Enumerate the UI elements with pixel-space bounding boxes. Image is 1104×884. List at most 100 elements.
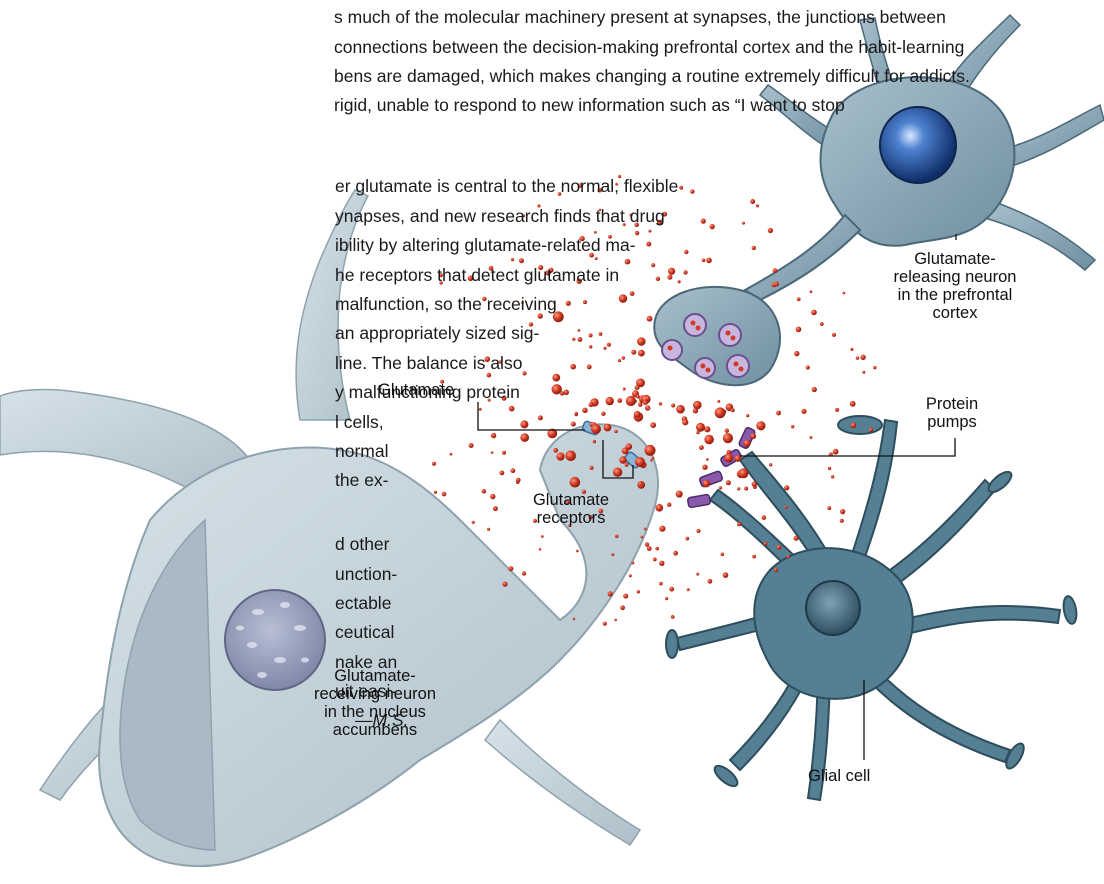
- glutamate-molecule: [615, 535, 619, 539]
- article-line: ibility by altering glutamate-related ma…: [335, 232, 636, 258]
- glial-cell-label: Glial cell: [808, 767, 870, 785]
- glutamate-molecule: [516, 478, 521, 483]
- glutamate-molecule: [721, 553, 725, 557]
- article-line: rigid, unable to respond to new informat…: [334, 92, 845, 118]
- glutamate-molecule: [701, 219, 706, 224]
- glutamate-molecule: [756, 204, 759, 207]
- glutamate-molecule: [562, 453, 565, 456]
- glutamate-molecule: [511, 258, 514, 261]
- glutamate-molecule: [820, 322, 824, 326]
- glutamate-molecule: [640, 536, 643, 539]
- glutamate-molecule: [619, 294, 627, 302]
- glial-process: [850, 420, 897, 565]
- glutamate-molecule: [774, 568, 778, 572]
- glutamate-molecule: [577, 329, 580, 332]
- glial-endfoot: [985, 468, 1014, 495]
- article-line: er glutamate is central to the normal, f…: [335, 173, 678, 199]
- glutamate-molecule: [665, 597, 668, 600]
- axon-terminal: [654, 287, 780, 385]
- glutamate-molecule: [708, 579, 713, 584]
- glutamate-molecule: [650, 459, 653, 462]
- glutamate-molecule: [731, 408, 735, 412]
- glutamate-molecule: [806, 365, 810, 369]
- glutamate-molecule: [508, 566, 513, 571]
- glutamate-molecule: [511, 468, 516, 473]
- glutamate-molecule: [756, 421, 765, 430]
- article-line: the ex-: [335, 467, 389, 493]
- glutamate-molecule: [678, 280, 681, 283]
- glutamate-molecule: [618, 359, 621, 362]
- glutamate-molecule: [522, 371, 526, 375]
- article-line: malfunction, so the receiving: [335, 291, 557, 317]
- glutamate-molecule: [490, 494, 495, 499]
- glutamate-molecule: [696, 423, 705, 432]
- glutamate-molecule: [667, 275, 672, 280]
- glutamate-molecule: [626, 396, 636, 406]
- label-line: receptors: [521, 509, 621, 527]
- glutamate-molecule: [659, 561, 664, 566]
- label-line: accumbens: [305, 721, 445, 739]
- glutamate-molecule: [637, 590, 640, 593]
- glutamate-molecule: [500, 471, 505, 476]
- glutamate-molecule: [659, 402, 662, 405]
- glutamate-molecule: [702, 465, 707, 470]
- glutamate-molecule: [784, 485, 789, 490]
- glutamate-molecule: [828, 467, 831, 470]
- article-line: ceutical: [335, 619, 394, 645]
- glutamate-molecule: [509, 406, 515, 412]
- glutamate-molecule: [631, 561, 634, 564]
- glutamate-molecule: [796, 327, 802, 333]
- glutamate-molecule: [646, 242, 651, 247]
- glutamate-molecule: [723, 572, 729, 578]
- glutamate-molecule: [682, 419, 688, 425]
- glutamate-molecule: [676, 491, 683, 498]
- glutamate-molecule: [638, 350, 645, 357]
- glutamate-molecule: [797, 297, 801, 301]
- glutamate-molecule: [502, 451, 506, 455]
- glutamate-molecule: [827, 506, 831, 510]
- receiving-neuron: [0, 190, 658, 866]
- glutamate-molecule: [565, 451, 576, 462]
- glutamate-molecule: [702, 259, 706, 263]
- glutamate-molecule: [578, 337, 583, 342]
- glutamate-molecule: [656, 504, 664, 512]
- article-line: line. The balance is also: [335, 350, 522, 376]
- glutamate-molecule: [589, 345, 592, 348]
- glutamate-molecule: [566, 301, 571, 306]
- article-line: d other: [335, 531, 389, 557]
- glutamate-molecule: [769, 463, 772, 466]
- glutamate-molecule: [683, 270, 687, 274]
- glutamate-molecule: [655, 547, 659, 551]
- glutamate-molecule: [487, 528, 490, 531]
- glutamate-molecule: [647, 316, 653, 322]
- article-line: connections between the decision-making …: [334, 34, 964, 60]
- glutamate-molecule: [614, 430, 617, 433]
- glutamate-molecule: [850, 348, 853, 351]
- label-line: pumps: [917, 413, 987, 431]
- glutamate-molecule: [840, 509, 845, 514]
- glutamate-molecule: [646, 396, 650, 400]
- glutamate-molecule: [629, 574, 632, 577]
- glutamate-molecule: [572, 338, 575, 341]
- glial-nucleus: [806, 581, 860, 635]
- glutamate-molecule: [482, 489, 487, 494]
- article-line: an appropriately sized sig-: [335, 320, 539, 346]
- glutamate-molecule: [703, 480, 711, 488]
- glutamate-molecule: [679, 186, 683, 190]
- article-line: ectable: [335, 590, 391, 616]
- glutamate-molecule: [469, 443, 474, 448]
- glutamate-molecule: [630, 291, 635, 296]
- glutamate-molecule: [835, 408, 839, 412]
- glutamate-molecule: [601, 412, 605, 416]
- glutamate-molecule: [659, 526, 665, 532]
- glutamate-label: Glutamate: [378, 381, 454, 399]
- glutamate-molecule: [625, 259, 631, 265]
- glutamate-molecule: [724, 453, 733, 462]
- glutamate-molecule: [693, 401, 702, 410]
- article-line: he receptors that detect glutamate in: [335, 262, 619, 288]
- glutamate-molecule: [479, 408, 482, 411]
- releasing-neuron-nucleus: [880, 107, 956, 183]
- glutamate-molecule: [710, 224, 715, 229]
- glutamate-molecule: [450, 453, 453, 456]
- glutamate-molecule: [582, 408, 587, 413]
